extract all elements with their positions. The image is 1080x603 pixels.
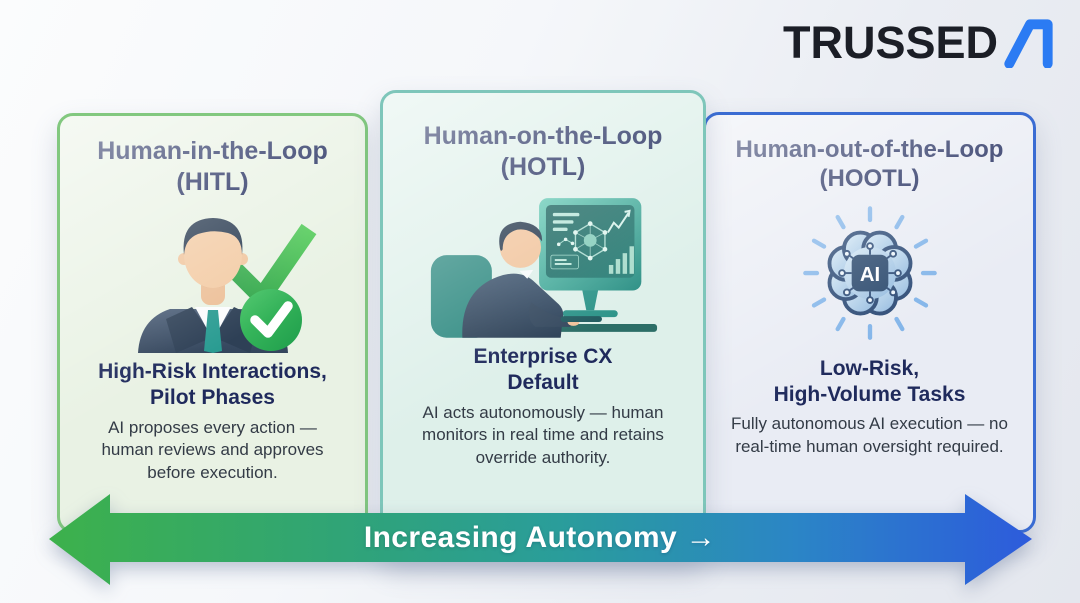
brand-name: TRUSSED: [782, 16, 998, 68]
card-title-line1: Human-in-the-Loop: [97, 137, 328, 165]
card-human-on-the-loop: Human-on-the-Loop (HOTL): [380, 90, 706, 561]
card-subtitle: Enterprise CX Default: [474, 344, 613, 397]
dashboard-monitor-icon: [430, 198, 658, 338]
card-human-in-the-loop: Human-in-the-Loop (HITL): [57, 113, 368, 533]
card-subtitle-line2: Default: [507, 371, 579, 395]
card-title-line2: (HOTL): [500, 152, 586, 181]
card-subtitle-line1: High-Risk Interactions,: [98, 360, 327, 383]
card-title: Human-on-the-Loop (HOTL): [424, 121, 663, 182]
card-description: AI acts autonomously — human monitors in…: [422, 402, 664, 467]
card-title: Human-in-the-Loop (HITL): [97, 136, 328, 197]
card-title-line1: Human-on-the-Loop: [423, 122, 663, 150]
card-subtitle: High-Risk Interactions, Pilot Phases: [98, 359, 327, 412]
card-subtitle-line1: Low-Risk,: [819, 356, 920, 380]
card-human-out-of-the-loop: Human-out-of-the-Loop (HOOTL): [703, 112, 1036, 533]
ai-brain-illustration: AI: [788, 200, 952, 350]
card-description: AI proposes every action — human reviews…: [101, 417, 324, 482]
card-title-line2: (HOOTL): [819, 165, 920, 193]
autonomy-arrow-label: Increasing Autonomy →: [363, 521, 717, 554]
ai-chip-label: AI: [859, 263, 879, 285]
analyst-monitoring-illustration: [425, 188, 661, 338]
card-subtitle-line1: Enterprise CX: [473, 345, 613, 368]
trussed-ai-logo-icon: [1004, 19, 1053, 68]
card-title-line1: Human-out-of-the-Loop: [735, 136, 1004, 163]
businessman-checkmarks-illustration: [108, 203, 318, 353]
card-title: Human-out-of-the-Loop (HOOTL): [736, 135, 1004, 194]
brand-logo: TRUSSED: [783, 16, 1056, 68]
card-subtitle-line2: High-Volume Tasks: [773, 382, 966, 406]
card-subtitle-line2: Pilot Phases: [150, 386, 275, 410]
card-title-line2: (HITL): [176, 167, 249, 196]
card-subtitle: Low-Risk, High-Volume Tasks: [774, 356, 966, 409]
card-description: Fully autonomous AI execution — no real-…: [731, 414, 1008, 456]
ai-circuit-brain-icon: AI: [802, 205, 937, 340]
approval-checkmarks-icon: [137, 218, 316, 353]
autonomy-gradient-arrow: [49, 494, 1032, 585]
